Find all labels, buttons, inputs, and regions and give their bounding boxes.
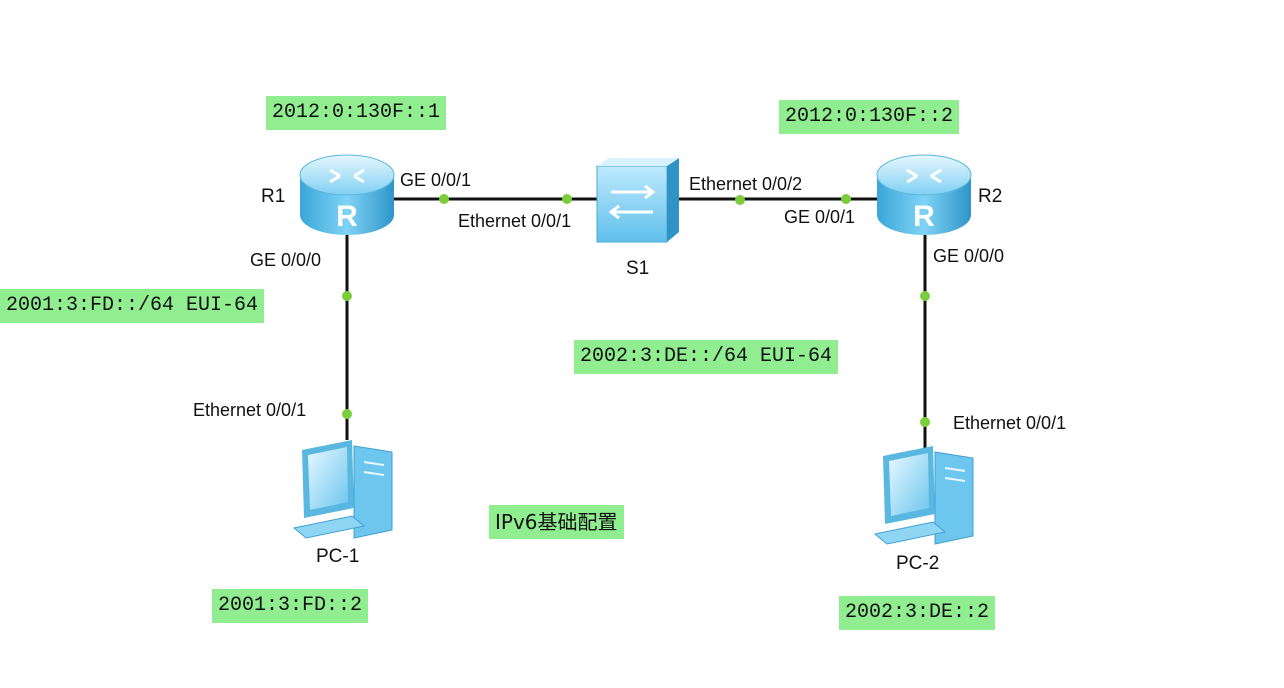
if-label-pc2-eth001: Ethernet 0/0/1 [953,413,1067,433]
if-label-s1-eth001: Ethernet 0/0/1 [458,211,572,231]
switch-s1-icon[interactable] [596,158,679,243]
svg-text:R: R [913,200,935,233]
addr-label-r2-link: 2012:0:130F::2 [779,100,960,134]
port-dot-r1-ge001 [439,194,449,204]
port-dot-r1-ge000 [342,291,352,301]
if-label-s1-eth002: Ethernet 0/0/2 [689,174,803,194]
device-label-r2: R2 [978,186,1003,207]
if-label-r2-ge000: GE 0/0/0 [933,246,1005,266]
port-dot-r2-ge001 [841,194,851,204]
port-dot-r2-ge000 [920,291,930,301]
port-dot-pc2-eth001 [920,417,930,427]
port-dot-pc1-eth001 [342,409,352,419]
addr-label-pc2: 2002:3:DE::2 [839,596,996,630]
router-r2-icon[interactable]: R [876,154,972,235]
if-label-r2-ge001: GE 0/0/1 [784,207,856,227]
addr-label-lan1-prefix: 2001:3:FD::/64 EUI-64 [0,289,265,323]
pc-1-icon[interactable] [292,440,393,539]
device-label-s1: S1 [626,258,650,279]
device-label-pc1: PC-1 [316,546,360,567]
addr-label-r1-link: 2012:0:130F::1 [266,96,447,130]
svg-text:R: R [336,200,358,233]
router-r1-icon[interactable]: R [299,154,395,235]
port-dot-s1-eth001 [562,194,572,204]
device-label-pc2: PC-2 [896,553,940,574]
port-dot-s1-eth002 [735,195,745,205]
addr-label-lan2-prefix: 2002:3:DE::/64 EUI-64 [574,340,839,374]
device-label-r1: R1 [261,186,286,207]
diagram-title: IPv6基础配置 [489,505,624,539]
if-label-r1-ge001: GE 0/0/1 [400,170,472,190]
pc-2-icon[interactable] [873,446,974,545]
if-label-pc1-eth001: Ethernet 0/0/1 [193,400,307,420]
if-label-r1-ge000: GE 0/0/0 [250,250,322,270]
addr-label-pc1: 2001:3:FD::2 [212,589,369,623]
